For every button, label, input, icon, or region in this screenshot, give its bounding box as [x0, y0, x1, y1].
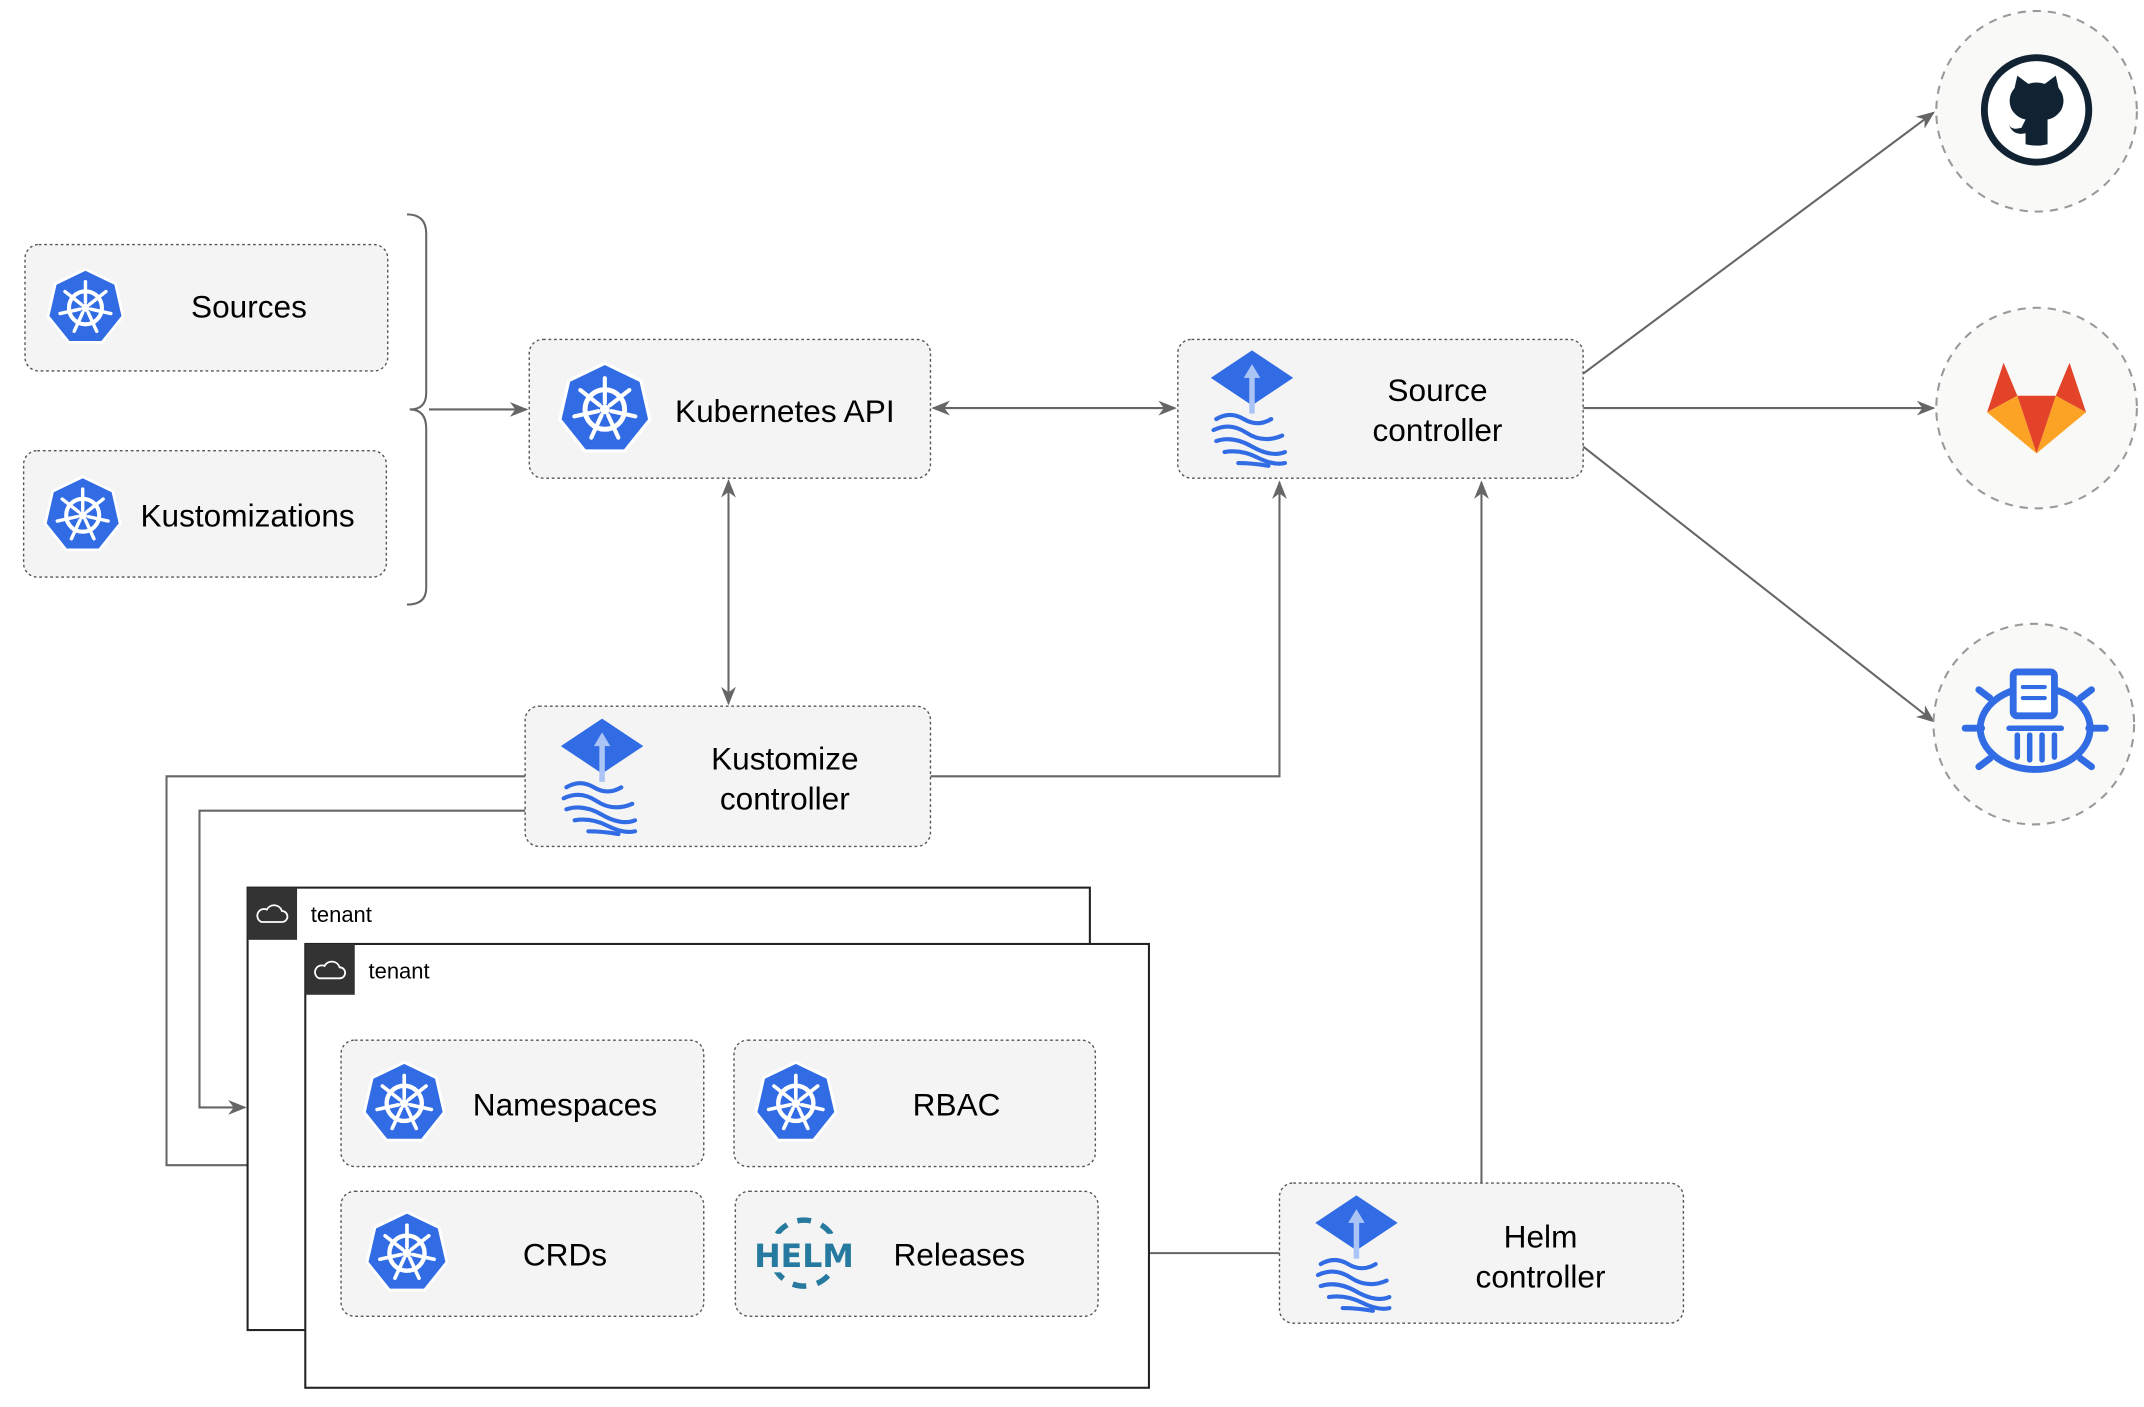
- tenant-header-badge: [247, 887, 298, 940]
- helm-icon: HELM: [754, 1217, 854, 1289]
- kustomize-controller-label-line1: Kustomize: [711, 740, 858, 776]
- tenant-label: tenant: [369, 958, 430, 983]
- kubernetes-api-label: Kubernetes API: [675, 393, 895, 429]
- source-controller-label-line1: Source: [1387, 372, 1487, 408]
- namespaces-node[interactable]: Namespaces: [340, 1039, 705, 1168]
- releases-node[interactable]: HELM Releases: [734, 1190, 1099, 1318]
- tenant-header-badge: [305, 943, 355, 995]
- gitlab-icon: [1987, 362, 2087, 454]
- edge-kustomize-to-tenant-2: [165, 775, 526, 1173]
- edge-kustomize-to-tenant-1: [198, 809, 526, 1115]
- cloud-icon: [314, 960, 346, 980]
- edge-source-to-github: [1582, 111, 1936, 375]
- helm-controller-node[interactable]: Helm controller: [1278, 1182, 1685, 1324]
- rbac-node[interactable]: RBAC: [733, 1039, 1097, 1168]
- edge-source-to-bucket: [1582, 445, 1935, 723]
- crds-label: CRDs: [523, 1236, 607, 1272]
- rbac-label: RBAC: [913, 1087, 1001, 1123]
- cloud-icon: [256, 904, 289, 923]
- helm-controller-label-line2: controller: [1476, 1258, 1606, 1294]
- sources-node[interactable]: Sources: [24, 243, 389, 372]
- github-icon: [1980, 54, 2093, 166]
- releases-label: Releases: [893, 1236, 1025, 1272]
- github-node[interactable]: [1935, 9, 2138, 213]
- bucket-node[interactable]: [1932, 622, 2136, 826]
- source-controller-label-line2: controller: [1373, 412, 1503, 448]
- kustomizations-node[interactable]: Kustomizations: [22, 449, 388, 578]
- namespaces-label: Namespaces: [473, 1087, 657, 1123]
- kubernetes-api-node[interactable]: Kubernetes API: [528, 338, 932, 479]
- bucket-icon: [1961, 668, 2109, 773]
- kustomize-controller-node[interactable]: Kustomize controller: [524, 705, 932, 848]
- edge-kustomize-to-source-controller: [930, 480, 1287, 778]
- gitlab-node[interactable]: [1935, 306, 2138, 510]
- grouping-brace: [406, 213, 428, 606]
- kustomizations-label: Kustomizations: [140, 497, 354, 533]
- edges: [165, 111, 1936, 1261]
- svg-text:HELM: HELM: [754, 1239, 854, 1275]
- source-controller-node[interactable]: Source controller: [1177, 338, 1584, 479]
- tenant-label: tenant: [311, 902, 372, 927]
- sources-label: Sources: [191, 288, 307, 324]
- crds-node[interactable]: CRDs: [340, 1190, 705, 1318]
- helm-controller-label-line1: Helm: [1504, 1219, 1578, 1255]
- kustomize-controller-label-line2: controller: [720, 780, 850, 816]
